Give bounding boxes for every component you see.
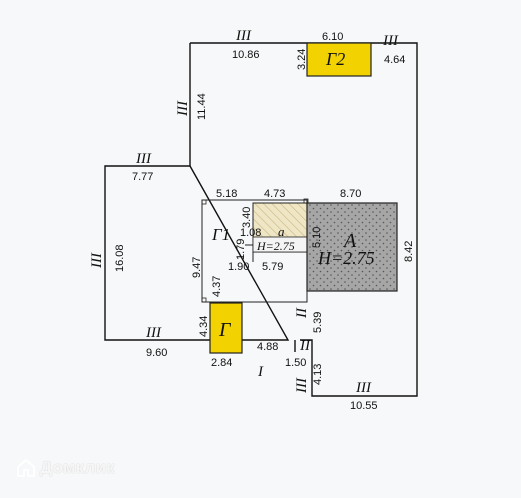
gate-type-i: I [257, 364, 264, 380]
dim-g1-bottom: 1.90 [228, 261, 249, 273]
dim-g-height: 4.34 [198, 316, 210, 337]
fence-type-top-right: III [382, 33, 399, 49]
watermark: Домклик [16, 458, 115, 478]
g2-label: Г2 [325, 49, 345, 69]
dim-g2-height: 3.24 [296, 49, 308, 70]
home-logo-icon [17, 459, 35, 477]
dim-extension-small-b: 1.79 [235, 239, 247, 260]
dim-bottom-right: 10.55 [350, 400, 378, 412]
fence-type-right-lower: III [294, 377, 310, 394]
corner-mark-tr [303, 198, 309, 204]
dim-bottom-left: 9.60 [146, 347, 167, 359]
watermark-text: Домклик [40, 458, 115, 477]
dim-mid-horizontal: 7.77 [132, 171, 153, 183]
annex-g2 [306, 42, 372, 77]
annex-g [209, 302, 243, 354]
dim-right-long: 8.42 [403, 241, 415, 262]
dim-top-right: 4.64 [384, 54, 405, 66]
dim-gate-small: 1.50 [285, 357, 306, 369]
main-building-letter: А [342, 230, 357, 252]
main-building-a [306, 202, 398, 292]
dim-g2-width: 6.10 [322, 31, 343, 43]
dim-left-long: 16.08 [114, 244, 126, 272]
fence-type-ii-vertical: II [294, 307, 310, 319]
fence-type-bottom: III [355, 380, 372, 396]
dim-extension-bottom: 5.79 [262, 261, 283, 273]
fence-type-left-upper: III [175, 100, 191, 117]
corner-mark-bl [201, 297, 207, 303]
dim-fence-5-39: 5.39 [312, 312, 324, 333]
dim-g-width: 2.84 [211, 357, 232, 369]
fence-type-top: III [235, 28, 252, 44]
fence-type-bottom-left: III [145, 325, 162, 341]
dim-main-height: 5.10 [311, 227, 323, 248]
dim-extension-small-a: 1.08 [240, 227, 261, 239]
dim-top-left: 10.86 [232, 49, 260, 61]
extension-height: Н=2.75 [256, 239, 295, 253]
fence-type-left: III [89, 252, 105, 269]
dim-extension-height: 3.40 [241, 207, 253, 228]
dim-g-height-upper: 4.37 [211, 276, 223, 297]
fence-type-ii: II [299, 338, 311, 354]
fence-type-mid: III [135, 151, 152, 167]
dim-left-upper: 11.44 [196, 93, 208, 120]
dim-main-top: 8.70 [340, 188, 361, 200]
dim-extension-top: 4.73 [264, 188, 285, 200]
dim-g1-left: 9.47 [191, 257, 203, 278]
dim-g1-top: 5.18 [216, 188, 237, 200]
g1-label: Г1 [211, 225, 230, 244]
main-building-height: Н=2.75 [317, 248, 375, 268]
extension-letter: а [278, 224, 285, 239]
corner-mark-tl [201, 199, 207, 205]
dim-fence-4-13: 4.13 [312, 364, 324, 385]
g-label: Г [218, 319, 232, 341]
dim-gate-segment: 4.88 [257, 341, 278, 353]
